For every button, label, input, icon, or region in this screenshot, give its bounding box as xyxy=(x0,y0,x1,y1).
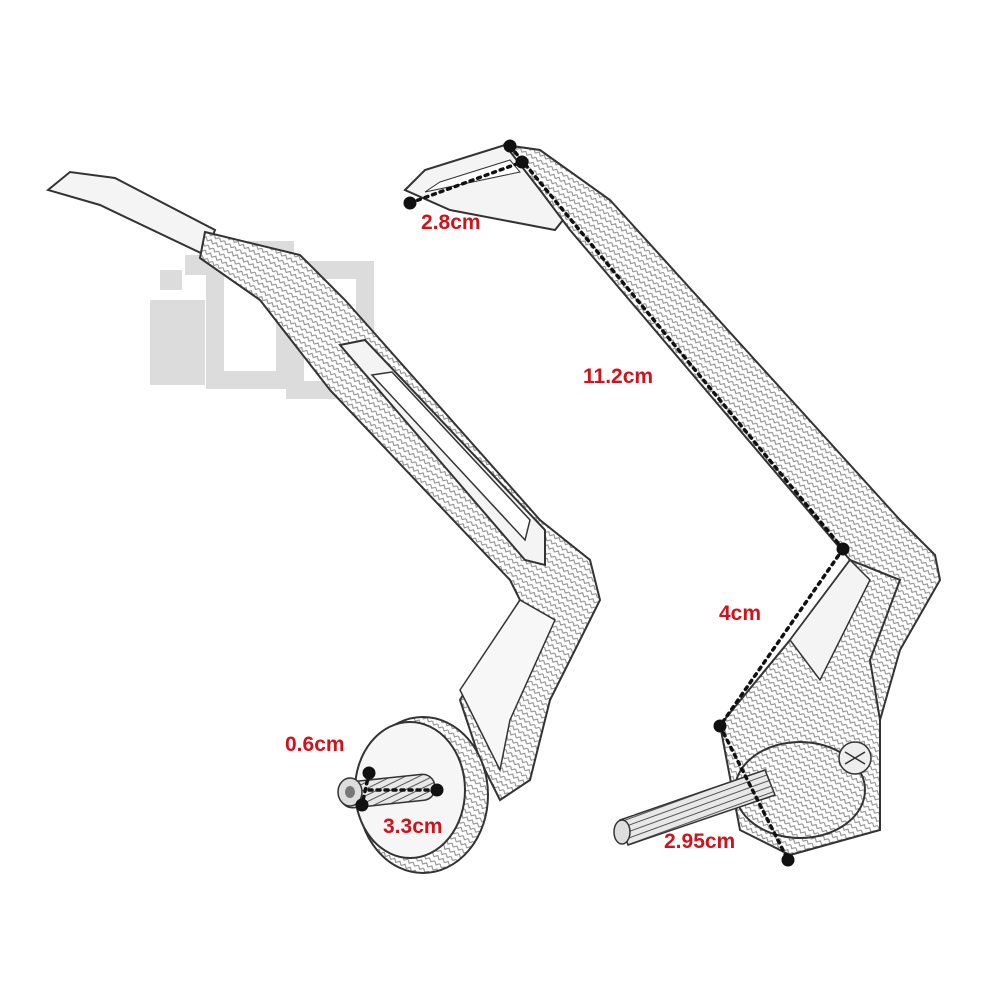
dimension-lines xyxy=(355,139,850,867)
dimension-label-2-8: 2.8cm xyxy=(421,211,481,234)
right-lever xyxy=(403,143,942,857)
dim-line-2-95 xyxy=(718,724,790,862)
dimension-label-0-6: 0.6cm xyxy=(285,733,345,756)
dim-line-2-8 xyxy=(408,160,524,205)
dimension-label-11-2: 11.2cm xyxy=(583,365,654,388)
dim-point xyxy=(403,196,417,210)
dim-point xyxy=(362,766,376,780)
dimension-label-4: 4cm xyxy=(719,602,762,625)
dim-point xyxy=(781,853,795,867)
dimension-label-2-95: 2.95cm xyxy=(664,830,736,853)
dim-line-4 xyxy=(718,547,845,728)
dimension-label-3-3: 3.3cm xyxy=(383,815,443,838)
dim-point xyxy=(503,139,517,153)
dim-point xyxy=(430,783,444,797)
dim-point xyxy=(355,798,369,812)
dim-line-11-2 xyxy=(508,144,845,551)
